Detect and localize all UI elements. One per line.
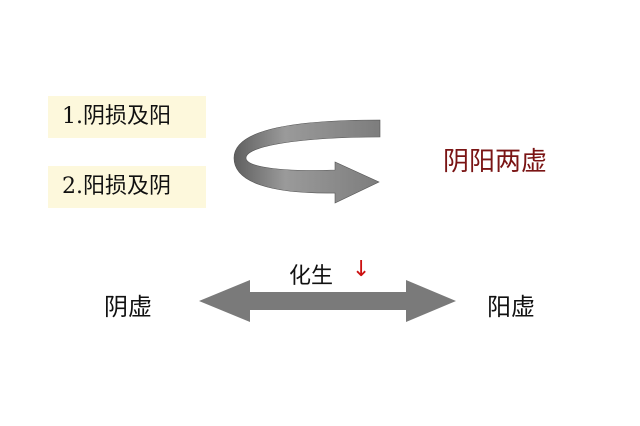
item-label: 1.阴损及阳 [62, 104, 171, 129]
transform-label: 化生 [289, 264, 334, 289]
item-yin-damages-yang: 1.阴损及阳 [48, 96, 206, 138]
down-arrow-icon: ↓ [352, 257, 371, 282]
yang-deficiency-label: 阳虚 [487, 293, 535, 321]
double-arrow-icon [199, 280, 456, 322]
conclusion-label: 阴阳两虚 [443, 147, 548, 177]
curved-arrow-icon [233, 119, 381, 204]
yin-deficiency-label: 阴虚 [104, 293, 152, 321]
item-label: 2.阳损及阴 [62, 174, 171, 199]
item-yang-damages-yin: 2.阳损及阴 [48, 166, 206, 208]
